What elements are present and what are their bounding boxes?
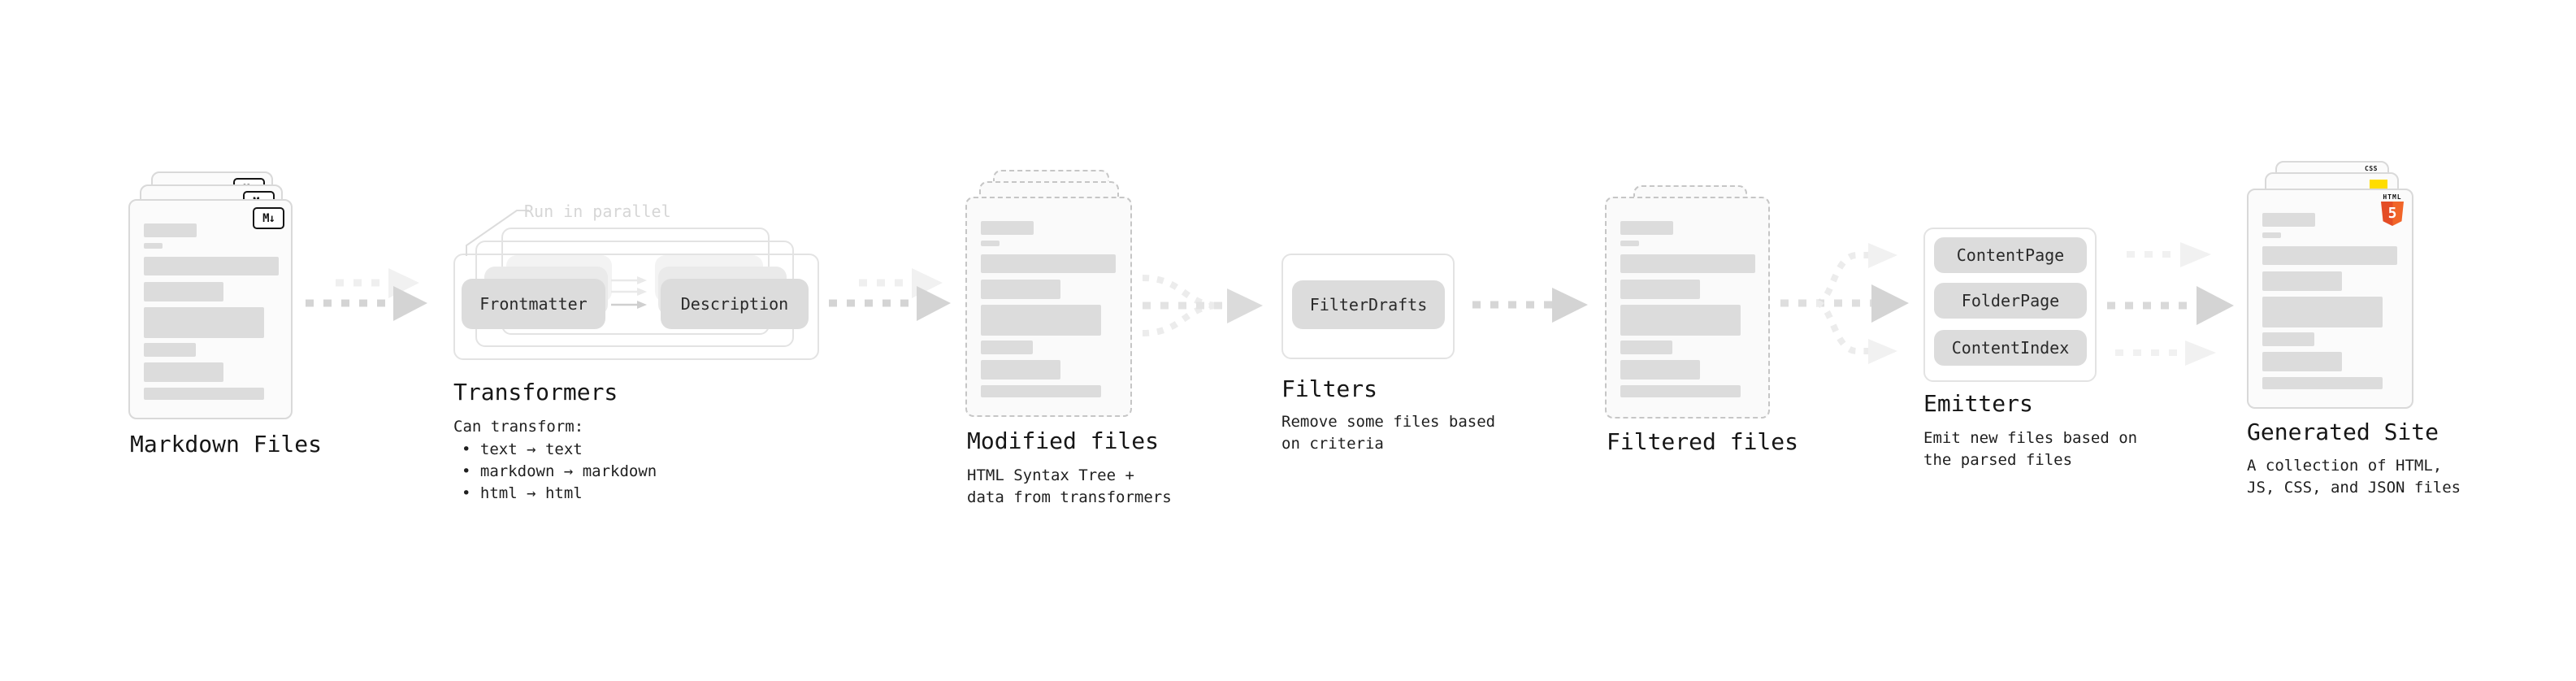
placeholder-bar <box>981 360 1060 380</box>
sublabel-line: A collection of HTML, <box>2247 457 2443 475</box>
placeholder-bar <box>981 241 1000 246</box>
file-content-placeholder-bars <box>1607 198 1768 417</box>
bullet-item: • html → html <box>462 484 583 502</box>
transformers-note-heading: Can transform: <box>453 418 584 436</box>
bullet-item: • text → text <box>462 440 583 458</box>
filtered-file-card-front <box>1605 197 1770 419</box>
emitters-sublabel: Emit new files based on the parsed files <box>1923 427 2137 471</box>
placeholder-bar <box>1620 305 1741 336</box>
placeholder-bar <box>1620 241 1639 246</box>
stage-label-transformers: Transformers <box>453 379 618 406</box>
placeholder-bar <box>1620 280 1700 299</box>
placeholder-bar <box>144 307 264 338</box>
transformer-box-front <box>453 254 819 360</box>
placeholder-bar <box>981 305 1101 336</box>
placeholder-bar <box>1620 360 1700 380</box>
file-content-placeholder-bars <box>967 198 1130 415</box>
sublabel-line: the parsed files <box>1923 451 2073 469</box>
javascript-icon <box>2370 180 2387 189</box>
generated-file-card-html: HTML 5 <box>2247 189 2413 409</box>
emitter-pill-folderpage: FolderPage <box>1934 283 2087 319</box>
transformers-bullet-list: • text → text • markdown → markdown • ht… <box>453 439 657 505</box>
placeholder-bar <box>2262 352 2342 371</box>
sublabel-line: data from transformers <box>967 488 1172 506</box>
placeholder-bar <box>144 223 197 237</box>
markdown-file-card-front: M↓ <box>128 199 293 419</box>
filter-pill-filterdrafts: FilterDrafts <box>1292 280 1445 329</box>
emitter-pill-contentpage: ContentPage <box>1934 237 2087 273</box>
placeholder-bar <box>981 221 1034 235</box>
stage-label-generated-site: Generated Site <box>2247 419 2439 445</box>
placeholder-bar <box>144 343 196 357</box>
emitter-pill-contentindex: ContentIndex <box>1934 330 2087 366</box>
placeholder-bar <box>2262 332 2314 346</box>
stage-label-modified-files: Modified files <box>967 427 1160 454</box>
sublabel-line: Remove some files based <box>1281 413 1496 431</box>
markdown-icon: M↓ <box>253 207 284 229</box>
placeholder-bar <box>144 243 163 249</box>
modified-file-card-front <box>965 197 1132 417</box>
arrow-filtered-to-emitters <box>1780 243 1909 364</box>
placeholder-bar <box>981 280 1060 299</box>
placeholder-bar <box>2262 213 2315 227</box>
placeholder-bar <box>1620 221 1673 235</box>
html5-shield-number: 5 <box>2387 205 2397 222</box>
placeholder-bar <box>1620 385 1741 397</box>
placeholder-bar <box>1620 254 1755 273</box>
html5-icon-text: HTML <box>2383 193 2402 201</box>
html5-icon: HTML 5 <box>2381 194 2404 226</box>
arrow-markdown-to-transformers <box>306 268 427 321</box>
arrow-modified-to-filters <box>1142 275 1263 336</box>
bullet-item: • markdown → markdown <box>462 462 657 480</box>
placeholder-bar <box>144 388 264 400</box>
stage-label-emitters: Emitters <box>1923 390 2033 417</box>
placeholder-bar <box>981 340 1033 354</box>
placeholder-bar <box>2262 271 2342 291</box>
placeholder-bar <box>144 282 223 301</box>
transformer-pill-description: Description <box>661 279 809 329</box>
run-in-parallel-note: Run in parallel <box>524 202 671 221</box>
placeholder-bar <box>981 254 1116 273</box>
frontmatter-to-description-arrows <box>611 276 647 309</box>
placeholder-bar <box>2262 297 2383 327</box>
placeholder-bar <box>2262 232 2281 238</box>
arrow-transformers-to-modified <box>829 268 951 321</box>
sublabel-line: on criteria <box>1281 435 1384 453</box>
placeholder-bar <box>2262 377 2383 389</box>
stage-label-filters: Filters <box>1281 375 1378 402</box>
generated-site-sublabel: A collection of HTML, JS, CSS, and JSON … <box>2247 455 2461 499</box>
arrow-filters-to-filtered <box>1472 288 1588 323</box>
sublabel-line: HTML Syntax Tree + <box>967 466 1134 484</box>
css-icon-text: CSS <box>2365 165 2378 172</box>
stage-label-markdown-files: Markdown Files <box>130 431 323 458</box>
file-content-placeholder-bars <box>130 201 291 418</box>
html5-shield: 5 <box>2381 202 2404 226</box>
placeholder-bar <box>1620 340 1672 354</box>
file-content-placeholder-bars <box>2249 190 2412 407</box>
sublabel-line: JS, CSS, and JSON files <box>2247 479 2461 497</box>
placeholder-bar <box>144 362 223 382</box>
arrow-emitters-to-generated <box>2107 242 2234 366</box>
placeholder-bar <box>2262 246 2397 265</box>
sublabel-line: Emit new files based on <box>1923 429 2138 447</box>
run-in-parallel-connector <box>466 210 529 256</box>
placeholder-bar <box>981 385 1101 397</box>
modified-files-sublabel: HTML Syntax Tree + data from transformer… <box>967 465 1172 509</box>
placeholder-bar <box>144 257 279 275</box>
stage-label-filtered-files: Filtered files <box>1607 428 1799 455</box>
filters-sublabel: Remove some files based on criteria <box>1281 411 1495 455</box>
transformer-pill-frontmatter: Frontmatter <box>462 279 605 329</box>
